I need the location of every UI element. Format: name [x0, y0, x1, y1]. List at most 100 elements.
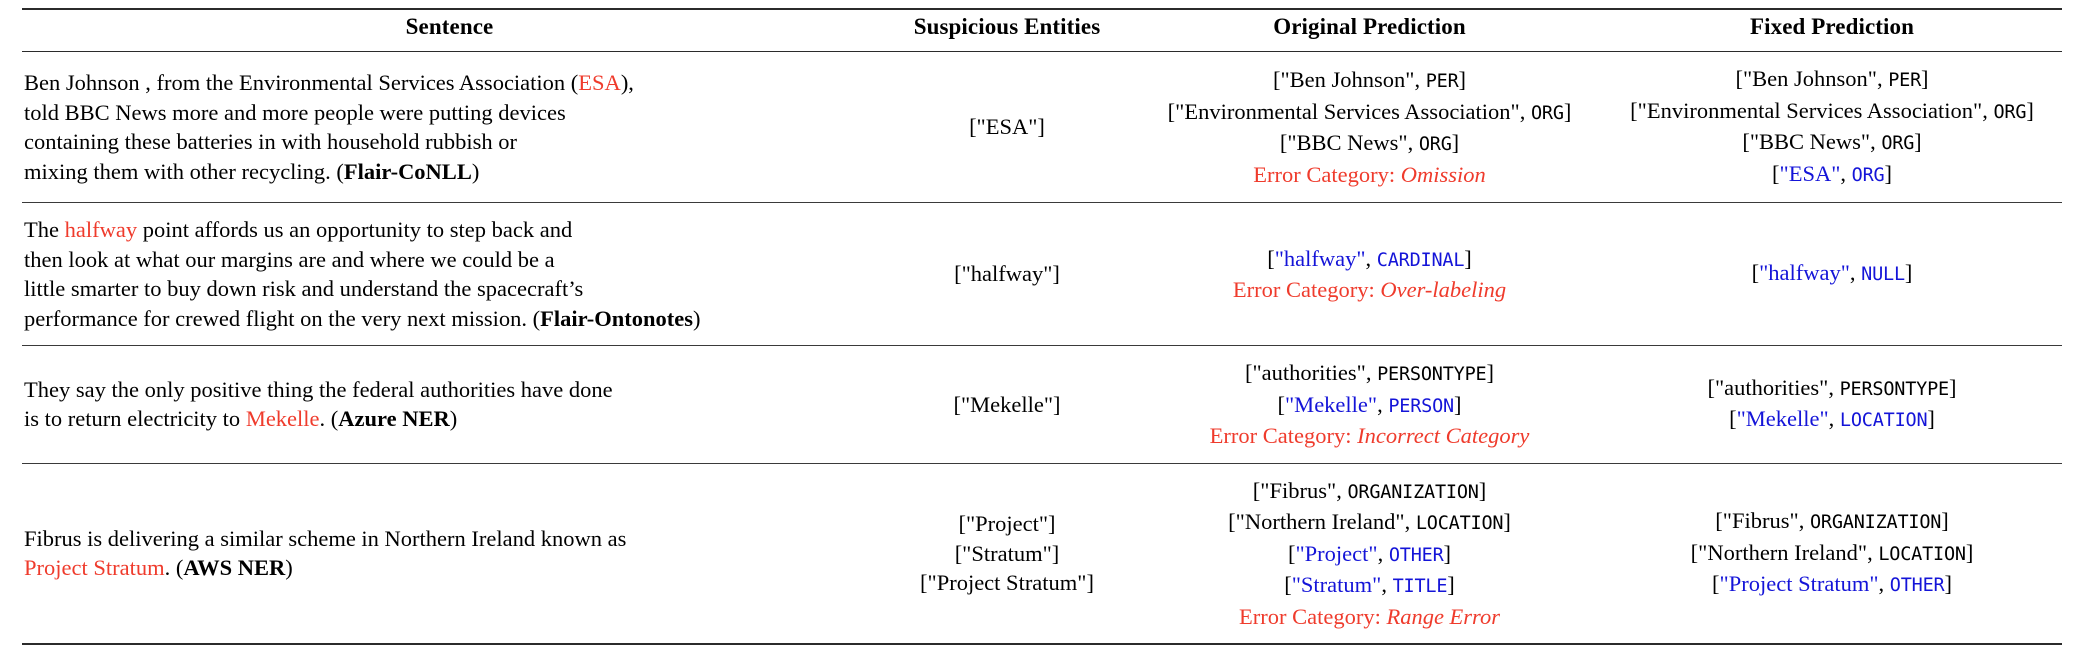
error-category-label: Error Category:	[1253, 161, 1396, 187]
entity-label: ORG	[1851, 164, 1885, 186]
entity-label: PER	[1888, 70, 1922, 91]
prediction-line: ["BBC News", ORG]	[1279, 130, 1460, 155]
prediction-line: ["Fibrus", ORGANIZATION]	[1252, 477, 1487, 503]
prediction-line: ["Northern Ireland", LOCATION]	[1228, 509, 1511, 534]
prediction-line: ["Northern Ireland", LOCATION]	[1690, 539, 1974, 565]
entity-text: "Project Stratum"	[1719, 571, 1879, 596]
prediction-line: ["Environmental Services Association", O…	[1167, 98, 1572, 124]
table-page: Sentence Suspicious Entities Original Pr…	[0, 8, 2084, 644]
table-row: The halfway point affords us an opportun…	[22, 202, 2062, 346]
model-name: Flair-CoNLL	[343, 158, 472, 184]
sentence-line: Ben Johnson , from the Environmental Ser…	[24, 70, 634, 95]
highlighted-entity: halfway	[64, 217, 138, 242]
cell-fixed-prediction: ["Ben Johnson", PER]["Environmental Serv…	[1602, 52, 2062, 203]
error-category-value: Incorrect Category	[1357, 423, 1530, 448]
entity-text: "authorities"	[1252, 360, 1366, 385]
cell-original-prediction: ["halfway", CARDINAL] Error Category: Ove…	[1137, 203, 1602, 346]
entity-label: OTHER	[1889, 575, 1945, 596]
cell-sentence: Fibrus is delivering a similar scheme in…	[22, 463, 877, 644]
prediction-line: ["Stratum", TITLE]	[1284, 572, 1455, 597]
suspicious-entity-item: ["Stratum"]	[954, 540, 1060, 566]
suspicious-entity-item: ["Project"]	[958, 511, 1056, 536]
entity-text: "Project"	[1295, 540, 1378, 566]
error-category-label: Error Category:	[1239, 603, 1381, 629]
error-category-label: Error Category:	[1232, 277, 1375, 302]
entity-label: PERSONTYPE	[1377, 364, 1487, 385]
entity-text: "BBC News"	[1287, 130, 1408, 155]
table-header: Sentence Suspicious Entities Original Pr…	[22, 9, 2062, 52]
prediction-line: ["authorities", PERSONTYPE]	[1245, 360, 1494, 385]
entity-text: "Ben Johnson"	[1742, 66, 1877, 91]
entity-label: ORGANIZATION	[1809, 512, 1942, 533]
prediction-line: ["Project", OTHER]	[1287, 540, 1452, 566]
entity-text: "Stratum"	[1291, 572, 1382, 597]
entity-text: "Environmental Services Association"	[1637, 97, 1983, 123]
entity-label: PER	[1425, 71, 1459, 92]
error-category: Error Category: Over-labeling	[1141, 275, 1598, 305]
sentence-line: containing these batteries in with house…	[24, 129, 518, 154]
error-category: Error Category: Range Error	[1141, 602, 1598, 632]
sentence-line: mixing them with other recycling. (Flair…	[24, 158, 480, 184]
table-row: They say the only positive thing the fed…	[22, 345, 2062, 464]
entity-label: PERSONTYPE	[1839, 378, 1950, 400]
cell-original-prediction: ["Ben Johnson", PER]["Environmental Serv…	[1137, 52, 1602, 203]
entity-label: ORG	[1530, 102, 1564, 124]
cell-sentence: They say the only positive thing the fed…	[22, 346, 877, 464]
sentence-line: told BBC News more and more people were …	[24, 99, 566, 125]
highlighted-entity: ESA	[578, 70, 621, 95]
cell-suspicious-entities: ["Project"] ["Stratum"] ["Project Stratum"…	[877, 463, 1137, 644]
entity-label: OTHER	[1388, 544, 1444, 566]
entity-text: "Fibrus"	[1260, 477, 1337, 503]
sentence-line: little smarter to buy down risk and unde…	[24, 276, 584, 301]
table-row: Fibrus is delivering a similar scheme in…	[22, 463, 2062, 644]
prediction-line: ["halfway", NULL]	[1751, 260, 1913, 286]
suspicious-entity-item: ["Mekelle"]	[953, 391, 1061, 417]
prediction-line: ["Ben Johnson", PER]	[1735, 66, 1929, 91]
highlighted-entity: Project Stratum	[24, 555, 165, 581]
cell-fixed-prediction: ["halfway", NULL]	[1602, 203, 2062, 346]
entity-text: "Ben Johnson"	[1280, 67, 1415, 92]
suspicious-entity-item: ["Project Stratum"]	[920, 570, 1094, 595]
suspicious-entity-item: ["halfway"]	[954, 261, 1060, 287]
cell-fixed-prediction: ["authorities", PERSONTYPE] ["Mekelle", L…	[1602, 346, 2062, 464]
prediction-line: ["ESA", ORG]	[1772, 160, 1892, 186]
entity-label: PERSON	[1388, 395, 1454, 417]
model-name: Flair-Ontonotes	[540, 305, 693, 331]
entity-text: "Northern Ireland"	[1235, 509, 1405, 534]
prediction-line: ["BBC News", ORG]	[1742, 129, 1922, 154]
entity-label: CARDINAL	[1376, 249, 1465, 271]
error-category-value: Omission	[1400, 161, 1486, 187]
error-category-value: Over-labeling	[1380, 277, 1507, 302]
prediction-line: ["Project Stratum", OTHER]	[1712, 571, 1952, 596]
entity-text: "halfway"	[1274, 245, 1366, 271]
model-name: AWS NER	[183, 555, 286, 581]
prediction-line: ["halfway", CARDINAL]	[1267, 245, 1472, 271]
prediction-line: ["Mekelle", LOCATION]	[1729, 406, 1935, 432]
error-category-value: Range Error	[1386, 603, 1500, 629]
entity-label: ORG	[1881, 133, 1915, 154]
error-category: Error Category: Omission	[1141, 160, 1598, 190]
entity-text: "Mekelle"	[1285, 391, 1378, 417]
entity-text: "Northern Ireland"	[1698, 539, 1868, 565]
entity-label: ORG	[1993, 101, 2027, 123]
entity-label: ORG	[1418, 134, 1452, 155]
sentence-line: Project Stratum. (AWS NER)	[24, 555, 293, 581]
cell-fixed-prediction: ["Fibrus", ORGANIZATION]["Northern Irela…	[1602, 463, 2062, 644]
cell-suspicious-entities: ["ESA"]	[877, 52, 1137, 203]
sentence-line: The halfway point affords us an opportun…	[24, 217, 573, 242]
entity-text: "authorities"	[1715, 374, 1829, 400]
column-header-fixed-prediction: Fixed Prediction	[1602, 9, 2062, 52]
entity-label: LOCATION	[1878, 543, 1966, 565]
cell-suspicious-entities: ["Mekelle"]	[877, 346, 1137, 464]
entity-text: "Fibrus"	[1722, 508, 1799, 533]
entity-label: ORGANIZATION	[1347, 481, 1479, 503]
entity-text: "ESA"	[1779, 160, 1841, 186]
sentence-line: performance for crewed flight on the ver…	[24, 305, 701, 331]
cell-sentence: Ben Johnson , from the Environmental Ser…	[22, 52, 877, 203]
entity-text: "Environmental Services Association"	[1175, 98, 1520, 124]
prediction-line: ["authorities", PERSONTYPE]	[1707, 374, 1957, 400]
prediction-line: ["Mekelle", PERSON]	[1277, 391, 1462, 417]
table-body: Ben Johnson , from the Environmental Ser…	[22, 52, 2062, 644]
column-header-sentence: Sentence	[22, 9, 877, 52]
sentence-line: then look at what our margins are and wh…	[24, 246, 555, 272]
